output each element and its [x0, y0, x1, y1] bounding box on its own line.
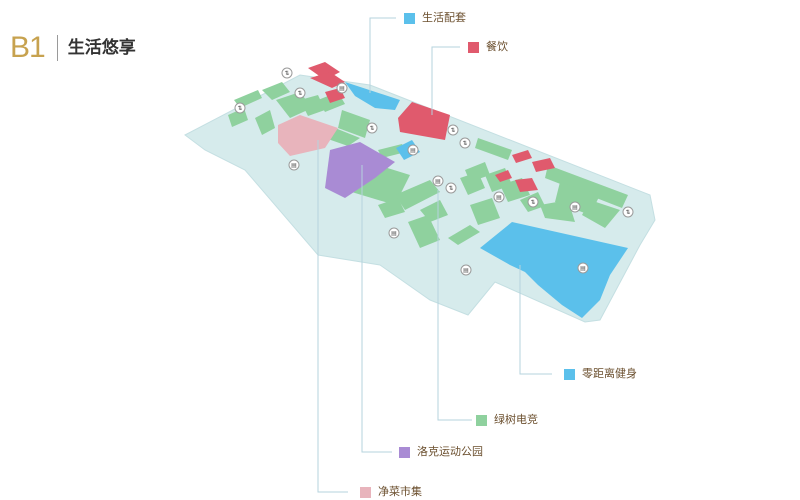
dining-area: [398, 102, 450, 140]
shop-green: [545, 165, 628, 208]
shop-green: [395, 180, 440, 210]
header-divider: [56, 35, 58, 61]
zone-red: [308, 62, 555, 192]
escalator-icon: ⇅: [527, 196, 539, 208]
escalator-icon: ⇅: [622, 206, 634, 218]
shop-green: [582, 200, 620, 228]
leader-line-fitness: [519, 265, 552, 375]
leader-line-sport: [361, 165, 392, 453]
shop-green: [255, 110, 275, 135]
shop-green: [338, 110, 370, 138]
legend-item-sport-park: 洛克运动公园: [399, 445, 483, 459]
svg-text:⇅: ⇅: [237, 105, 242, 112]
dining-area: [495, 170, 512, 182]
shop-green: [228, 108, 248, 127]
leader-line-food: [431, 46, 460, 115]
shop-green: [470, 198, 500, 225]
life-services-area: [345, 82, 400, 110]
fitness-area: [480, 222, 628, 318]
legend-item-fitness: 零距离健身: [564, 367, 637, 381]
fresh-market-area: [278, 115, 338, 156]
escalator-icon: ⇅: [234, 102, 246, 114]
svg-text:⇅: ⇅: [530, 199, 535, 206]
elevator-icon: ▤: [569, 201, 581, 213]
legend-label: 生活配套: [422, 11, 466, 24]
svg-text:⇅: ⇅: [450, 127, 455, 134]
dining-area: [515, 178, 538, 192]
escalator-icon: ⇅: [459, 137, 471, 149]
legend-swatch-blue: [404, 12, 415, 24]
legend-label: 洛克运动公园: [417, 445, 483, 458]
svg-text:▤: ▤: [410, 147, 416, 154]
elevator-icon: ▤: [432, 175, 444, 187]
legend-item-life-services: 生活配套: [404, 11, 466, 25]
dining-area: [310, 72, 345, 88]
shop-green: [408, 215, 440, 248]
escalator-icon: ⇅: [447, 124, 459, 136]
svg-text:▤: ▤: [391, 230, 397, 237]
legend-item-green: 绿树电竞: [476, 413, 538, 427]
shop-green: [460, 172, 485, 195]
elevator-icon: ▤: [460, 264, 472, 276]
escalator-icon: ⇅: [294, 87, 306, 99]
shop-green: [262, 82, 290, 100]
svg-text:⇅: ⇅: [448, 185, 453, 192]
elevator-icon: ▤: [493, 191, 505, 203]
legend-item-dining: 餐饮: [468, 40, 508, 54]
legend-swatch-purple: [399, 446, 410, 458]
leader-line-life: [369, 17, 396, 93]
svg-text:▤: ▤: [572, 204, 578, 211]
svg-text:⇅: ⇅: [297, 90, 302, 97]
page-title: 生活悠享: [67, 38, 136, 58]
legend-swatch-red: [468, 41, 479, 53]
legend-label: 绿树电竞: [494, 413, 538, 426]
escalator-icon: ⇅: [366, 122, 378, 134]
legend-swatch-pink: [360, 486, 371, 498]
map-markers: ⇅ ⇅ ⇅ ⇅ ⇅ ⇅ ⇅ ⇅ ⇅ ▤ ▤ ▤ ▤ ▤ ▤ ▤ ▤ ▤: [234, 67, 634, 276]
elevator-icon: ▤: [288, 159, 300, 171]
svg-text:⇅: ⇅: [625, 209, 630, 216]
elevator-icon: ▤: [407, 144, 419, 156]
svg-text:▤: ▤: [580, 265, 586, 272]
elevator-icon: ▤: [577, 262, 589, 274]
sport-park-area: [325, 142, 395, 198]
elevator-icon: ▤: [336, 82, 348, 94]
svg-text:▤: ▤: [463, 267, 469, 274]
dining-area: [512, 150, 532, 163]
legend-swatch-blue: [564, 368, 575, 380]
header: B1 生活悠享: [10, 32, 136, 64]
svg-text:⇅: ⇅: [462, 140, 467, 147]
svg-text:▤: ▤: [496, 194, 502, 201]
shop-green: [448, 225, 480, 245]
escalator-icon: ⇅: [281, 67, 293, 79]
svg-text:⇅: ⇅: [369, 125, 374, 132]
svg-text:⇅: ⇅: [284, 70, 289, 77]
legend-label: 净菜市集: [378, 485, 422, 498]
svg-text:▤: ▤: [339, 85, 345, 92]
shop-green: [276, 92, 312, 118]
floor-label: B1: [10, 31, 46, 64]
shop-green: [475, 138, 512, 160]
shop-green: [378, 198, 405, 218]
elevator-icon: ▤: [388, 227, 400, 239]
leader-line-green: [437, 190, 472, 421]
dining-area: [532, 158, 555, 172]
leader-lines: [317, 17, 552, 493]
leader-line-market: [317, 140, 348, 493]
legend-swatch-green: [476, 414, 487, 426]
svg-text:▤: ▤: [435, 178, 441, 185]
escalator-icon: ⇅: [445, 182, 457, 194]
legend-label: 零距离健身: [582, 367, 637, 380]
legend-label: 餐饮: [486, 40, 508, 53]
svg-text:▤: ▤: [291, 162, 297, 169]
legend-item-fresh-market: 净菜市集: [360, 485, 422, 499]
